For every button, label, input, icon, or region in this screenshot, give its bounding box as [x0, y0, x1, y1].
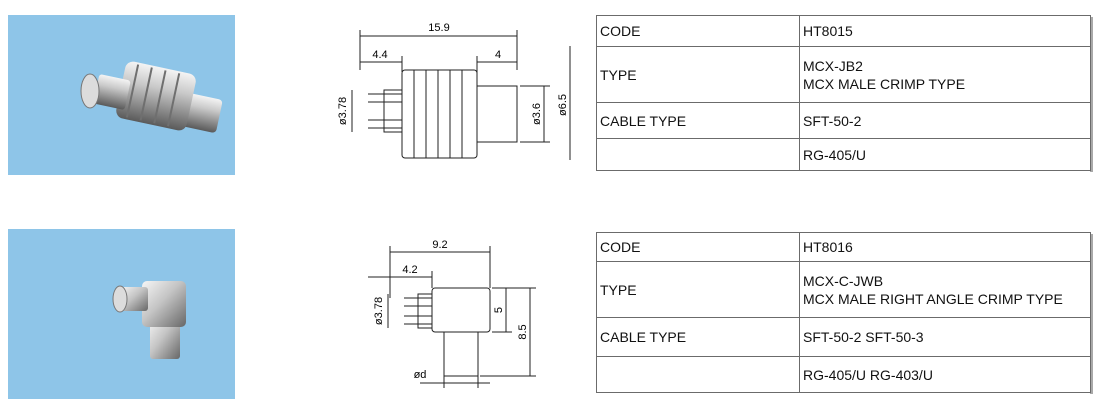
dim-outer-diameter: ø6.5: [557, 94, 569, 116]
dim-rear-length: 4: [495, 49, 501, 61]
dim-pin-diameter: ø3.78: [337, 97, 349, 125]
dimension-drawing-straight: 15.9 4.4 4 ø3.78 ø3.6 ø6.5: [322, 10, 582, 180]
type-line-2-2: MCX MALE RIGHT ANGLE CRIMP TYPE: [803, 290, 1063, 307]
label-type-2: TYPE: [596, 261, 800, 318]
value-cable-type-2: RG-405/U: [799, 138, 1091, 171]
straight-connector-image: [80, 61, 223, 133]
label-code: CODE: [596, 15, 800, 47]
label-cable-empty-2: [596, 356, 800, 393]
label-cable-type: CABLE TYPE: [596, 102, 800, 139]
type-line-2: MCX MALE CRIMP TYPE: [803, 75, 966, 92]
value-type-2: MCX-C-JWB MCX MALE RIGHT ANGLE CRIMP TYP…: [799, 261, 1091, 318]
dim-height-a: 5: [493, 307, 505, 313]
type-line-1: MCX-JB2: [803, 57, 863, 74]
dim-body-diameter: ø3.6: [531, 103, 543, 125]
label-type: TYPE: [596, 46, 800, 103]
type-line-1-2: MCX-C-JWB: [803, 272, 884, 289]
product-photo-right-angle-connector: [8, 229, 235, 399]
value-type: MCX-JB2 MCX MALE CRIMP TYPE: [799, 46, 1091, 103]
right-angle-connector-image: [112, 281, 186, 359]
dim-height-b: 8.5: [517, 324, 529, 339]
value-code: HT8015: [799, 15, 1091, 47]
value-code-2: HT8016: [799, 232, 1091, 262]
dim-overall-length: 15.9: [428, 22, 449, 34]
value-cable-type-2-2: RG-405/U RG-403/U: [799, 356, 1091, 393]
value-cable-type-1: SFT-50-2: [799, 102, 1091, 139]
label-cable-empty: [596, 138, 800, 171]
dim-pin-diameter-2: ø3.78: [373, 297, 385, 325]
dim-stem-diameter: ød: [414, 369, 427, 381]
dim-front-length: 4.4: [372, 49, 387, 61]
label-code-2: CODE: [596, 232, 800, 262]
dim-overall-length-2: 9.2: [432, 239, 447, 251]
product-photo-straight-connector: [8, 15, 235, 175]
spec-table-ht8015: CODE HT8015 TYPE MCX-JB2 MCX MALE CRIMP …: [596, 15, 1091, 171]
label-cable-type-2: CABLE TYPE: [596, 317, 800, 357]
dimension-drawing-right-angle: 9.2 4.2 ø3.78 5 8.5 ød: [360, 238, 560, 398]
dim-front-length-2: 4.2: [402, 264, 417, 276]
value-cable-type-1-2: SFT-50-2 SFT-50-3: [799, 317, 1091, 357]
spec-table-ht8016: CODE HT8016 TYPE MCX-C-JWB MCX MALE RIGH…: [596, 232, 1091, 393]
